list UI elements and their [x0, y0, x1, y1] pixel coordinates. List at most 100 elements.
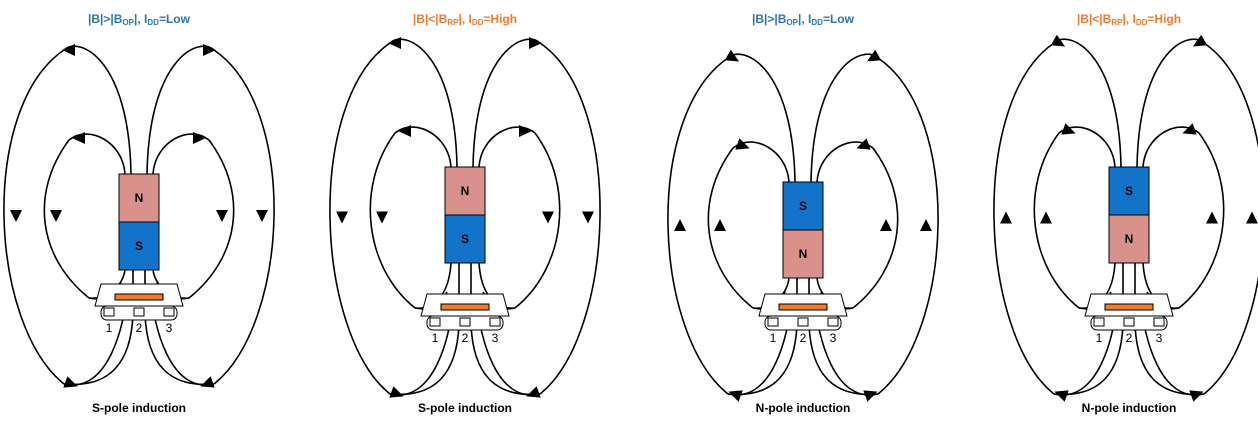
inner-field-line [188, 139, 235, 299]
field-arrow-icon [728, 390, 743, 402]
field-arrow-icon [526, 386, 541, 398]
outer-field-line [389, 38, 458, 168]
pin-label: 1 [432, 331, 439, 345]
inner-field-line [1178, 132, 1225, 309]
sensor-pin [1123, 317, 1135, 327]
outer-field-line [539, 42, 601, 395]
field-arrow-icon [863, 390, 878, 402]
field-arrow-icon [63, 376, 78, 388]
sensor-die [778, 303, 828, 311]
sensor-pin [459, 317, 471, 327]
inner-field-line [394, 126, 452, 168]
field-arrow-icon [389, 386, 404, 398]
outer-field-line [1203, 42, 1258, 395]
panel-header: |B|<|BRP|, IDD=High [412, 12, 518, 27]
field-arrow-icon [1050, 34, 1066, 47]
magnet-top-pole [444, 166, 486, 216]
field-arrow-icon [193, 132, 206, 144]
magnet-bottom-pole [118, 221, 160, 271]
field-arrow-icon [674, 219, 686, 231]
sensor-pin [767, 317, 779, 327]
magnet-top-label: N [135, 191, 144, 205]
field-arrow-icon [1189, 390, 1204, 402]
pin-label: 2 [800, 331, 807, 345]
field-arrow-icon [256, 210, 268, 222]
panel-caption: S-pole induction [92, 401, 186, 415]
field-arrow-icon [529, 37, 542, 49]
field-arrow-icon [50, 210, 62, 222]
outer-field-line [63, 45, 132, 175]
panel-caption: S-pole induction [418, 401, 512, 415]
pin-label: 2 [136, 321, 143, 335]
pin-label: 3 [1156, 331, 1163, 345]
field-arrow-icon [216, 210, 228, 222]
field-arrow-icon [388, 37, 401, 49]
sensor-die [1104, 303, 1154, 311]
outer-field-line [213, 49, 275, 385]
magnet-bottom-label: S [461, 232, 469, 246]
field-arrow-icon [336, 211, 348, 224]
pin-label: 1 [770, 331, 777, 345]
magnet-bottom-label: N [1125, 232, 1134, 246]
field-arrow-icon [542, 211, 554, 224]
inner-field-line [478, 126, 536, 168]
magnet-bottom-pole [782, 229, 824, 279]
field-arrow-icon [200, 376, 215, 388]
pin-label: 2 [1126, 331, 1133, 345]
field-arrow-icon [714, 219, 726, 231]
outer-field-line [1136, 38, 1205, 168]
magnet-bottom-pole [1108, 214, 1150, 264]
sensor-pin [797, 317, 809, 327]
outer-field-line [3, 49, 65, 385]
field-arrow-icon [72, 132, 85, 144]
field-arrow-icon [519, 125, 532, 137]
field-arrow-icon [1000, 211, 1012, 224]
sensor-pin [1093, 317, 1105, 327]
field-arrow-icon [398, 125, 411, 137]
sensor-pin [429, 317, 441, 327]
field-arrow-icon [203, 44, 216, 56]
pin-label: 1 [1096, 331, 1103, 345]
magnet-top-label: S [1125, 184, 1133, 198]
pin-label: 2 [462, 331, 469, 345]
outer-field-line [810, 53, 879, 183]
pin-label: 3 [166, 321, 173, 335]
inner-field-line [852, 147, 899, 309]
field-arrow-icon [920, 219, 932, 231]
field-arrow-icon [1192, 34, 1208, 47]
panel-header: |B|<|BRP|, IDD=High [1076, 12, 1182, 27]
magnet-top-pole [782, 181, 824, 231]
inner-field-line [707, 147, 754, 309]
panel-caption: N-pole induction [1081, 401, 1177, 415]
sensor-pin [827, 317, 839, 327]
field-arrow-icon [880, 219, 892, 231]
field-arrow-icon [856, 138, 871, 150]
panel-caption: N-pole induction [755, 401, 851, 415]
sensor-pin [1153, 317, 1165, 327]
sensor-pin [133, 307, 145, 317]
outer-field-line [993, 42, 1055, 395]
sensor-pin [103, 307, 115, 317]
outer-field-line [472, 38, 541, 168]
sensor-pin [489, 317, 501, 327]
inner-field-line [152, 133, 210, 175]
magnet-bottom-pole [444, 214, 486, 264]
field-arrow-icon [1246, 211, 1258, 224]
inner-field-line [514, 132, 561, 309]
pin-label: 1 [106, 321, 113, 335]
field-arrow-icon [1206, 211, 1218, 224]
panel-header: |B|>|BOP|, IDD=Low [752, 12, 854, 27]
magnet-bottom-label: S [135, 239, 143, 253]
field-diagram: S N 1 2 3 [993, 34, 1258, 402]
outer-field-line [667, 57, 729, 395]
field-arrow-icon [10, 210, 22, 222]
inner-field-line [43, 139, 90, 299]
field-arrow-icon [866, 49, 882, 62]
field-arrow-icon [582, 211, 594, 224]
inner-field-line [369, 132, 416, 309]
